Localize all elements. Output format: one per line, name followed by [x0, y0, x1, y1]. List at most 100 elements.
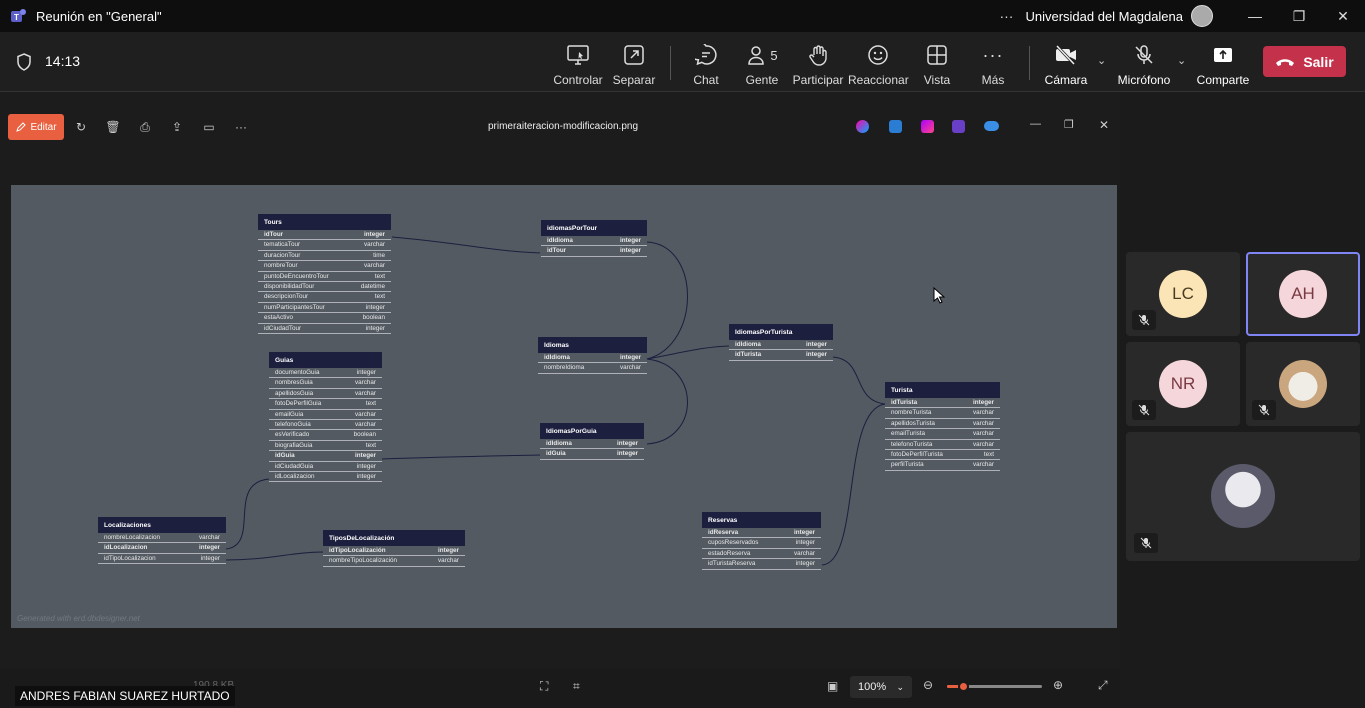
- zoom-slider-thumb[interactable]: [958, 681, 969, 692]
- reaccionar-button[interactable]: Reaccionar: [848, 42, 909, 87]
- viewer-restore-button[interactable]: ❐: [1064, 119, 1074, 131]
- chevron-down-icon: ⌄: [896, 681, 904, 692]
- comparte-label: Comparte: [1196, 73, 1250, 87]
- table-title: Turista: [885, 382, 1000, 398]
- file-size: 190.8 KB: [193, 680, 234, 691]
- share-file-icon[interactable]: ⇪: [171, 120, 183, 134]
- participant-tile[interactable]: [1126, 432, 1360, 561]
- mas-button[interactable]: ··· Más: [963, 42, 1023, 88]
- table-title: IdiomasPorTurista: [729, 324, 833, 340]
- close-button[interactable]: ✕: [1337, 7, 1349, 24]
- gente-button[interactable]: 5 Gente: [732, 42, 792, 87]
- link-guias-localizaciones: [225, 478, 270, 550]
- maximize-button[interactable]: ❐: [1292, 7, 1306, 24]
- camara-button[interactable]: Cámara: [1036, 42, 1096, 87]
- clipchamp-app-icon[interactable]: [952, 120, 965, 133]
- fullscreen-icon[interactable]: ⤢: [1098, 678, 1108, 692]
- participar-label: Participar: [792, 73, 844, 87]
- link-localizaciones-tipos: [225, 551, 324, 561]
- mic-off-icon: [1134, 533, 1158, 553]
- more-options-icon[interactable]: ···: [999, 8, 1014, 24]
- account-avatar[interactable]: [1191, 5, 1213, 27]
- print-icon[interactable]: ⎙: [140, 119, 150, 134]
- controlar-button[interactable]: Controlar: [548, 42, 608, 87]
- chat-icon: [695, 44, 717, 66]
- rotate-icon[interactable]: ↻: [75, 120, 87, 134]
- table-title: Localizaciones: [98, 517, 226, 533]
- link-idiomas-idiomasporturista: [646, 345, 730, 360]
- designer-app-icon[interactable]: [921, 120, 934, 133]
- camara-label: Cámara: [1044, 73, 1088, 87]
- zoom-in-icon[interactable]: ⊕: [1053, 678, 1064, 692]
- participant-tile-active[interactable]: AH: [1246, 252, 1360, 336]
- leave-label: Salir: [1303, 53, 1334, 70]
- minimize-button[interactable]: —: [1248, 8, 1262, 24]
- more-file-options-icon[interactable]: ···: [235, 120, 247, 134]
- link-guias-idiomasporguia: [381, 454, 541, 460]
- leave-button[interactable]: Salir: [1263, 46, 1346, 77]
- participant-tile[interactable]: NR: [1126, 342, 1240, 426]
- zoom-slider[interactable]: [947, 681, 1042, 692]
- avatar: LC: [1159, 270, 1207, 318]
- crop-icon[interactable]: ⌗: [573, 679, 580, 693]
- table-title: IdiomasPorGuia: [540, 423, 644, 439]
- table-title: Guias: [269, 352, 382, 368]
- toolbar-divider: [1029, 46, 1030, 80]
- onedrive-icon[interactable]: [984, 121, 999, 131]
- raise-hand-icon: [809, 45, 827, 66]
- popout-icon: [624, 45, 644, 65]
- mic-options-chevron-icon[interactable]: ⌄: [1177, 55, 1187, 67]
- microfono-button[interactable]: Micrófono: [1114, 42, 1174, 87]
- chat-button[interactable]: Chat: [676, 42, 736, 87]
- delete-icon[interactable]: 🗑: [105, 120, 121, 134]
- relationship-lines: [225, 236, 886, 566]
- shield-icon: [17, 53, 31, 71]
- presenter-name-label: ANDRES FABIAN SUAREZ HURTADO: [15, 686, 235, 706]
- participant-tile[interactable]: [1246, 342, 1360, 426]
- separar-button[interactable]: Separar: [604, 42, 664, 87]
- avatar: NR: [1159, 360, 1207, 408]
- vista-button[interactable]: Vista: [907, 42, 967, 87]
- slideshow-icon[interactable]: ▭: [203, 120, 215, 134]
- copilot-icon[interactable]: [856, 120, 869, 133]
- link-idiomasporturista-turista: [832, 356, 886, 405]
- table-title: Idiomas: [538, 337, 647, 353]
- comparte-button[interactable]: Comparte: [1193, 42, 1253, 87]
- more-icon: ···: [982, 44, 1004, 65]
- edit-button[interactable]: Editar: [8, 114, 64, 140]
- viewer-close-button[interactable]: ✕: [1099, 118, 1110, 132]
- fit-icon[interactable]: ⛶: [540, 679, 549, 693]
- camera-options-chevron-icon[interactable]: ⌄: [1097, 55, 1107, 67]
- photos-app-icon[interactable]: [889, 120, 902, 133]
- mic-off-icon: [1252, 400, 1276, 420]
- zoom-out-icon[interactable]: ⊖: [923, 678, 934, 692]
- participar-button[interactable]: Participar: [788, 42, 848, 87]
- viewer-minimize-button[interactable]: —: [1030, 118, 1041, 130]
- link-idiomas-idiomasporguia: [646, 358, 688, 445]
- participant-tile[interactable]: LC: [1126, 252, 1240, 336]
- microfono-label: Micrófono: [1117, 73, 1171, 87]
- toolbar-divider: [670, 46, 671, 80]
- edit-label: Editar: [30, 121, 57, 133]
- actual-size-icon[interactable]: ▣: [827, 679, 839, 693]
- zoom-select[interactable]: 100%⌄: [850, 676, 912, 698]
